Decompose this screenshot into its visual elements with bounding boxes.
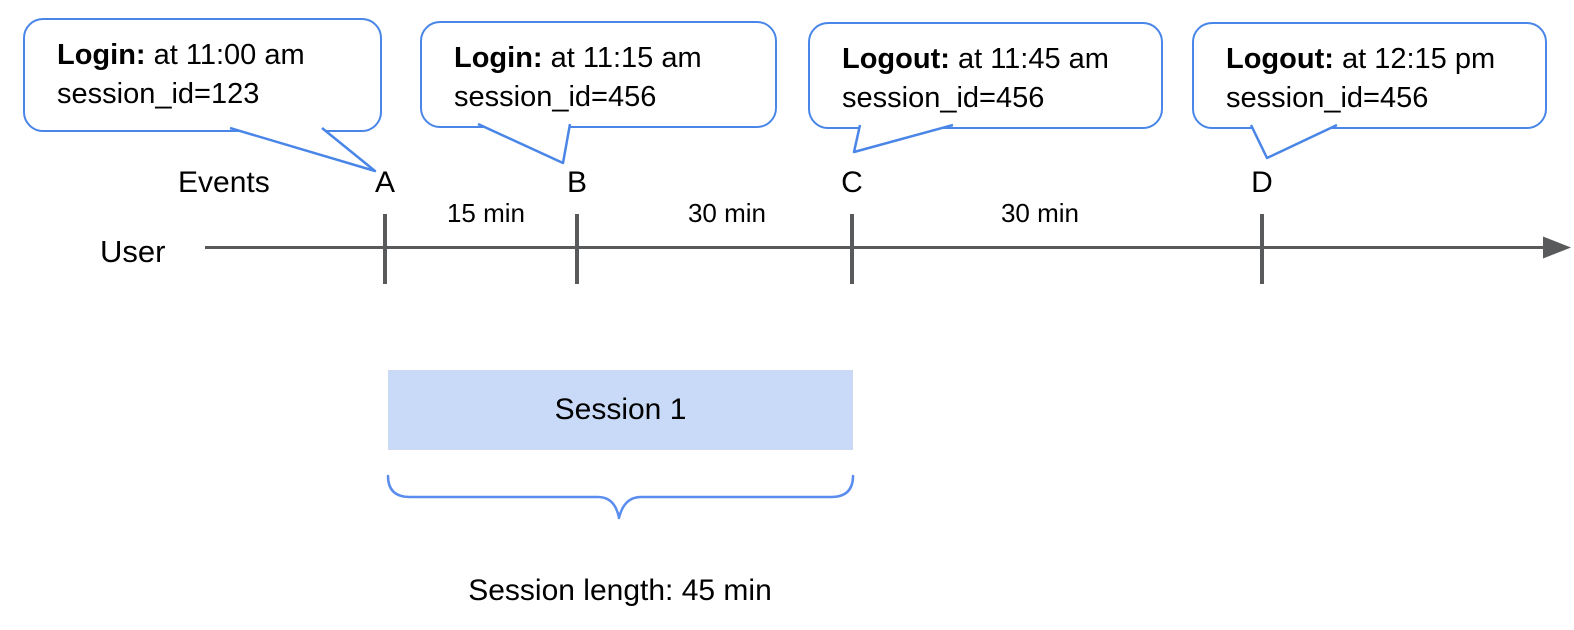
interval-label-ab: 15 min bbox=[446, 198, 526, 228]
event-label-c: C bbox=[841, 166, 863, 199]
callout-tail-c bbox=[852, 123, 954, 154]
callout-session-id: session_id=456 bbox=[1226, 82, 1429, 114]
callout-action: Logout: bbox=[842, 43, 950, 75]
callout-logout-c: Logout: at 11:45 am session_id=456 bbox=[808, 22, 1163, 129]
callout-login-b: Login: at 11:15 am session_id=456 bbox=[420, 21, 777, 128]
callout-detail: at 12:15 pm bbox=[1333, 43, 1496, 75]
event-label-d: D bbox=[1251, 166, 1273, 199]
callout-tail-d bbox=[1249, 123, 1338, 160]
callout-logout-d: Logout: at 12:15 pm session_id=456 bbox=[1192, 22, 1547, 129]
callout-detail: at 11:15 am bbox=[542, 42, 702, 74]
user-row-label: User bbox=[100, 234, 166, 269]
callout-tail-a bbox=[229, 126, 377, 173]
interval-label-cd: 30 min bbox=[1000, 198, 1080, 228]
callout-session-id: session_id=456 bbox=[454, 81, 657, 113]
callout-session-id: session_id=456 bbox=[842, 82, 1045, 114]
session-bar-label: Session 1 bbox=[554, 393, 687, 426]
callout-action: Login: bbox=[57, 39, 146, 71]
callout-action: Login: bbox=[454, 42, 543, 74]
callout-tail-b bbox=[477, 122, 572, 165]
callout-line-1: Login: at 11:15 am bbox=[454, 39, 757, 78]
callout-line-1: Login: at 11:00 am bbox=[57, 36, 362, 75]
callout-session-id: session_id=123 bbox=[57, 78, 260, 110]
timeline-arrowhead-icon bbox=[1543, 236, 1571, 259]
session-bar: Session 1 bbox=[388, 370, 853, 450]
session-length-caption: Session length: 45 min bbox=[468, 574, 772, 607]
interval-label-bc: 30 min bbox=[687, 198, 767, 228]
callout-login-a: Login: at 11:00 am session_id=123 bbox=[23, 18, 382, 132]
callout-detail: at 11:45 am bbox=[949, 43, 1109, 75]
events-row-label: Events bbox=[178, 166, 270, 199]
event-label-a: A bbox=[374, 166, 396, 199]
callout-detail: at 11:00 am bbox=[145, 39, 305, 71]
callout-line-1: Logout: at 11:45 am bbox=[842, 40, 1143, 79]
session-length-brace bbox=[386, 474, 855, 520]
callout-line-1: Logout: at 12:15 pm bbox=[1226, 40, 1527, 79]
event-label-b: B bbox=[566, 166, 588, 199]
callout-action: Logout: bbox=[1226, 43, 1334, 75]
